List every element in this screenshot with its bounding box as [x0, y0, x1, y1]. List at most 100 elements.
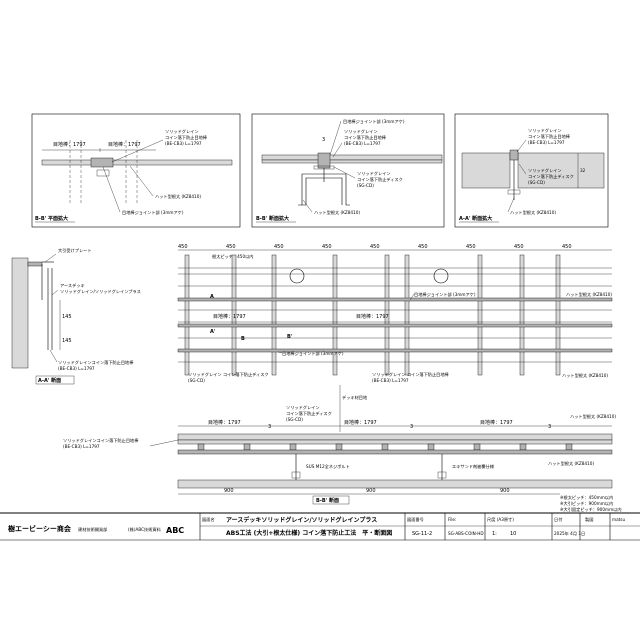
span-label: 450 [178, 244, 188, 250]
rod-label-1: ソリッドグレインコイン落下防止目地棒 [58, 359, 134, 366]
mark-a: A [210, 294, 214, 300]
hat-label: ハット型根太 (KZ8410) [566, 291, 612, 298]
deck-board-left [461, 152, 511, 189]
mark-b2: B' [287, 334, 293, 340]
dim-label: 目地棒：1797 [480, 419, 513, 426]
detail-frame [31, 113, 241, 228]
span-label: 450 [562, 244, 572, 250]
detail-frame [251, 113, 445, 228]
disc-label-1: ソリッドグレイン [286, 404, 320, 411]
callout-main-3: (BE-CB3) L=1797 [344, 141, 381, 146]
section-aa: 大引受けプレート アースデッキ ソリッドグレイン/ソリッドグレインプラス 145… [11, 247, 141, 385]
drawing-name-2: ABS工法 (大引+根太仕様) コイン落下防止工法 平・断面図 [226, 529, 392, 537]
detail-title: A-A' 断面拡大 [459, 215, 492, 222]
callout-hat: ハット型根太 (KZ8410) [510, 209, 556, 216]
span-label: 450 [274, 244, 284, 250]
anchor-label: エキサンド剤被覆仕様 [452, 463, 495, 470]
rod-label-1: ソリッドグレイン コイン落下防止目地棒 [372, 371, 450, 378]
bolt-label: SUS M12全ネジボルト [306, 463, 350, 470]
note-3: ※大引固定ピッチ：900mm以内 [560, 506, 622, 513]
file-name: SG-ABS-COIN-HD [448, 531, 484, 536]
callout-main-3: (BE-CB3) L=1797 [528, 140, 565, 145]
left-label-2: (BE-CB3) L=1797 [63, 444, 100, 449]
date-label: 日付 [554, 516, 562, 523]
deck-joint-label: デッキ材目地 [342, 394, 368, 401]
disc-label-3: (SG-CD) [286, 417, 303, 422]
joint-label: 目地棒ジョイント部 (3mmアケ) [414, 291, 476, 298]
detail-bb-plan: 目地棒：1797 目地棒：1797 ソリッドグレイン コイン落下防止目地棒 (B… [31, 113, 241, 228]
scale-1: 1: [492, 531, 497, 537]
callout-disc-2: コイン落下防止ディスク [357, 176, 403, 183]
detail-title: B-B' 平面拡大 [35, 215, 68, 222]
span-900: 900 [224, 488, 234, 494]
wall [11, 257, 29, 369]
callout-main-1: ソリッドグレイン [528, 127, 562, 134]
deck-surface [177, 433, 613, 441]
ground-slab [177, 479, 613, 489]
deck-label-1: アースデッキ [60, 282, 85, 289]
section-title: A-A' 断面 [38, 377, 61, 384]
section-title: B-B' 断面 [316, 497, 339, 504]
mark-3: 3 [268, 424, 271, 430]
callout-disc-1: ソリッドグレイン [528, 167, 562, 174]
disc-label-2: (SG-CD) [188, 378, 205, 383]
drawing-no: SG-11-2 [412, 531, 432, 537]
span-label: 450 [418, 244, 428, 250]
file-label: File: [448, 517, 456, 522]
plate-label: 大引受けプレート [58, 247, 92, 254]
drawing-no-label: 図面番号 [407, 516, 424, 523]
dim-32: 32 [580, 168, 586, 173]
plan-joists [184, 254, 561, 376]
dim-label: 目地棒：1797 [344, 419, 377, 426]
mark-3: 3 [548, 424, 551, 430]
detail-frame [454, 113, 609, 228]
hat-joists [197, 443, 573, 451]
span-900: 900 [500, 488, 510, 494]
dim-left: 目地棒：1797 [53, 141, 86, 148]
mark-a2: A' [210, 329, 216, 335]
callout-main-2: コイン落下防止目地棒 [165, 134, 208, 141]
span-label: 450 [466, 244, 476, 250]
callout-joint: 目地棒ジョイント部 (3mmアケ) [343, 118, 405, 125]
joint-detail-marker [289, 268, 305, 284]
callout-main-2: コイン落下防止目地棒 [528, 133, 571, 140]
hat-label: ハット型根太 (KZ8410) [570, 413, 616, 420]
plan-view: 450 450 450 450 450 450 450 450 450 根太ピッ… [177, 244, 613, 383]
callout-main-1: ソリッドグレイン [165, 128, 199, 135]
callout-main-1: ソリッドグレイン [344, 128, 378, 135]
callout-joint: 目地棒ジョイント部 (3mmアケ) [122, 209, 184, 216]
joint-detail-marker [433, 268, 449, 284]
scale-label: 尺度 (A3原寸) [487, 516, 514, 523]
disc-label-1: ソリッドグレイン コイン落下防止ディスク [188, 371, 269, 378]
callout-disc-2: コイン落下防止ディスク [528, 173, 574, 180]
dim-145-a: 145 [62, 314, 72, 320]
drawing-name-label: 図面名 [202, 516, 215, 523]
company-name: 樹エービーシー商会 [8, 524, 72, 533]
mark-3: 3 [410, 424, 413, 430]
joint-label-2: 目地棒ジョイント部 (3mmアケ) [282, 350, 344, 357]
mark-b: B [241, 336, 245, 342]
callout-disc-3: (SG-CD) [357, 183, 374, 188]
callout-hat: ハット型根太 (KZ8410) [314, 209, 360, 216]
disc-label-2: コイン落下防止ディスク [286, 410, 332, 417]
span-label: 450 [370, 244, 380, 250]
mark-3: 3 [322, 137, 325, 143]
span-label: 450 [226, 244, 236, 250]
span-900: 900 [366, 488, 376, 494]
author: matsu [612, 517, 625, 522]
callout-disc-3: (SG-CD) [528, 180, 545, 185]
deck-board-right [517, 152, 605, 189]
sleeper [177, 449, 613, 455]
deck-label-2: ソリッドグレイン/ソリッドグレインプラス [60, 288, 141, 295]
callout-hat: ハット型根太 (KZ8410) [155, 193, 201, 200]
callout-disc-1: ソリッドグレイン [357, 170, 391, 177]
hat-label-2: ハット型根太 (KZ8410) [562, 372, 608, 379]
span-label: 450 [514, 244, 524, 250]
callout-main-3: (BE-CB3) L=1797 [165, 141, 202, 146]
plan-rows [177, 267, 613, 363]
note-1: ※根太ピッチ：450mm以内 [560, 494, 613, 501]
date: 2025年 4月 1日 [554, 530, 585, 537]
detail-title: B-B' 断面拡大 [256, 215, 289, 222]
company-dept: 建材技術開発部 [78, 526, 107, 533]
